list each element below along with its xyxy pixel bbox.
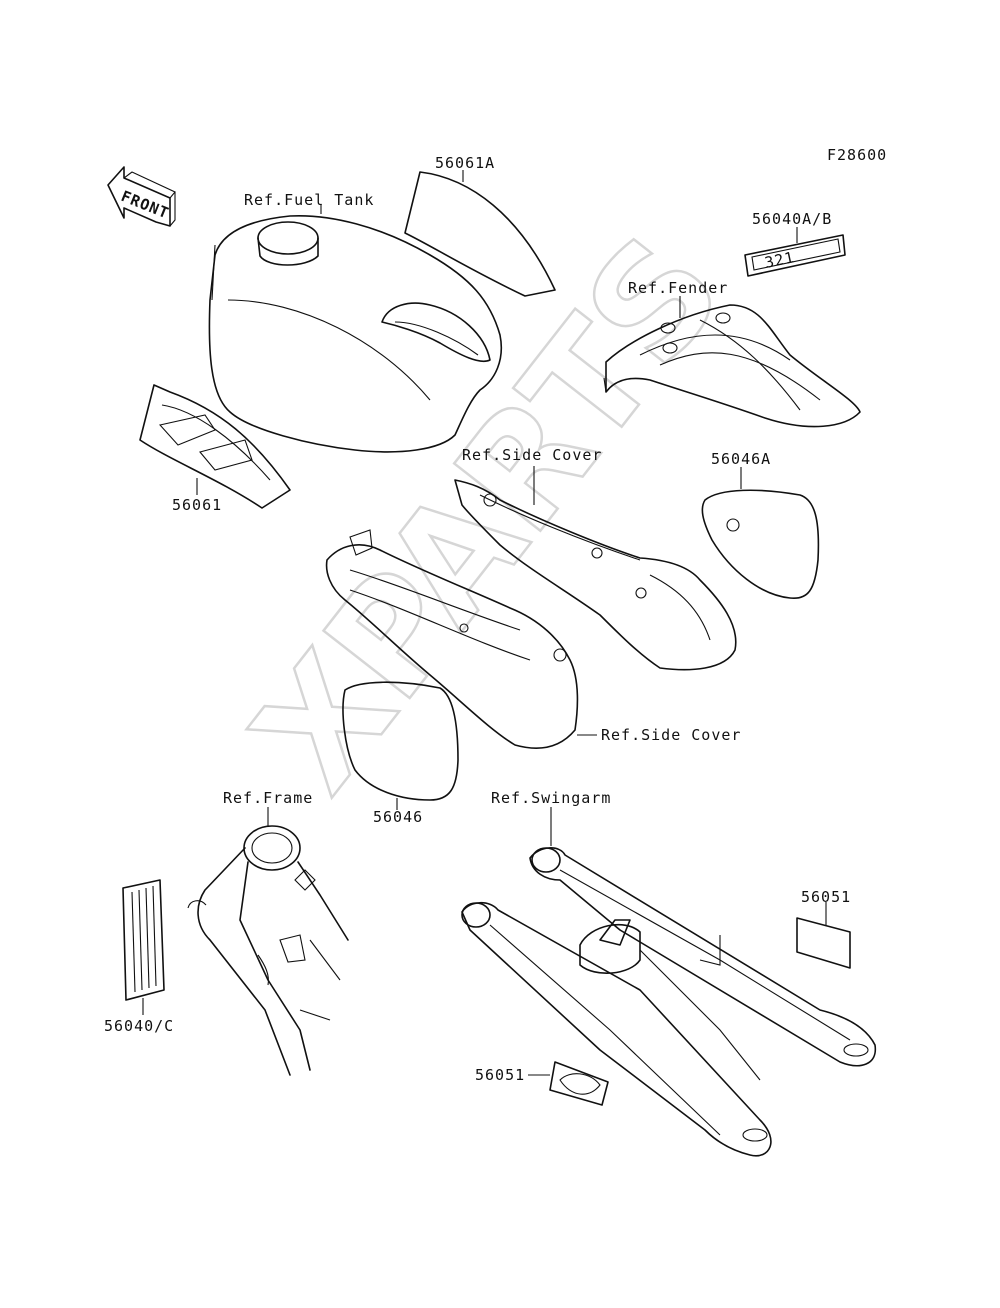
decal-56046 — [342, 681, 459, 810]
emblem-text: 321 — [763, 248, 796, 272]
label-56040c: 56040/C — [104, 1017, 174, 1035]
label-ref-frame: Ref.Frame — [223, 789, 313, 807]
label-ref-side-cover-upper: Ref.Side Cover — [462, 446, 602, 464]
emblem-56051-lower — [528, 1061, 609, 1106]
fender — [603, 296, 861, 428]
label-ref-swingarm: Ref.Swingarm — [491, 789, 611, 807]
frame — [187, 807, 349, 1076]
label-56061: 56061 — [172, 496, 222, 514]
label-plate-56051-right — [796, 902, 851, 969]
side-cover-upper — [454, 466, 737, 671]
label-56061a: 56061A — [435, 154, 495, 172]
label-56051-right: 56051 — [801, 888, 851, 906]
decal-56040c — [122, 879, 165, 1015]
diagram-code: F28600 — [827, 146, 887, 164]
label-ref-fuel-tank: Ref.Fuel Tank — [244, 191, 374, 209]
label-ref-side-cover-lower: Ref.Side Cover — [601, 726, 741, 744]
swingarm — [461, 807, 876, 1157]
decal-56061a — [404, 170, 556, 297]
label-ref-fender: Ref.Fender — [628, 279, 728, 297]
label-56046: 56046 — [373, 808, 423, 826]
decal-56061 — [139, 384, 291, 509]
label-56040ab: 56040A/B — [752, 210, 832, 228]
fuel-tank — [208, 205, 503, 453]
side-cover-lower — [325, 529, 597, 750]
label-56046a: 56046A — [711, 450, 771, 468]
emblem-56040ab: 321 — [744, 227, 846, 277]
front-arrow-icon: FRONT — [107, 166, 176, 227]
decal-56046a — [701, 467, 820, 599]
label-56051-lower: 56051 — [475, 1066, 525, 1084]
